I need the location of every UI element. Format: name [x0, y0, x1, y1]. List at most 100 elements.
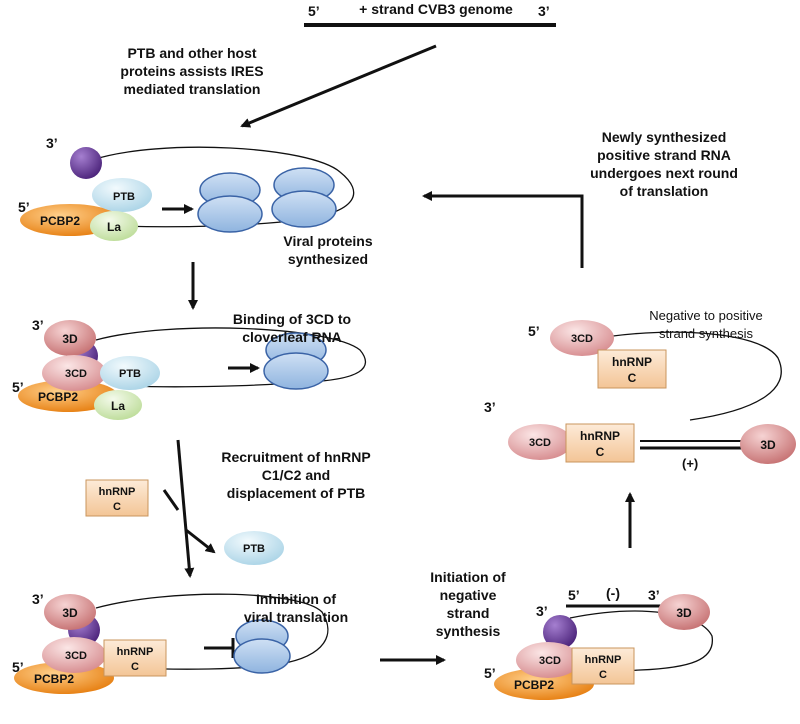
pcbp2-label-3: PCBP2	[34, 672, 74, 686]
3d-protein-4	[658, 594, 710, 630]
complex-translation: 3’ 5’ PCBP2 PTB La	[18, 135, 355, 241]
caption-neg-pos-line2: strand synthesis	[659, 326, 753, 341]
3d-label-3: 3D	[62, 606, 78, 620]
ribosome-p2	[263, 332, 329, 390]
caption-init-line1: Initiation of	[430, 569, 506, 585]
complex-3cd-binding: 3’ 5’ 3D PCBP2 3CD PTB La	[12, 317, 366, 420]
pcbp2-protein-4	[494, 668, 594, 700]
hnrnp-label-4: hnRNP	[585, 654, 622, 666]
arrow-ptb-displaced	[185, 528, 216, 554]
arrow-return-to-translation	[422, 191, 584, 268]
caption-init: Initiation of negative strand synthesis	[430, 569, 506, 639]
3cd-protein-5a	[550, 320, 614, 356]
3d-label-4: 3D	[676, 606, 692, 620]
caption-ires-line2: proteins assists IRES	[120, 63, 263, 79]
caption-viral: Viral proteins synthesized	[283, 233, 372, 267]
ptb-protein	[92, 178, 152, 212]
hnrnp-protein-5b	[565, 423, 635, 463]
3cd-label-2: 3CD	[65, 368, 87, 380]
3cd-label-5a: 3CD	[571, 333, 593, 345]
genome-strand: 5’ + strand CVB3 genome 3’	[304, 1, 556, 27]
caption-newly-line4: of translation	[620, 183, 709, 199]
3d-protein-5	[740, 424, 796, 464]
caption-viral-line1: Viral proteins	[283, 233, 372, 249]
rna-loop-2	[95, 327, 366, 388]
hnrnp-c-free: hnRNP C	[85, 479, 149, 517]
3d-protein-3	[44, 594, 96, 630]
3d-label-5: 3D	[760, 438, 776, 452]
la-label-2: La	[111, 399, 125, 413]
caption-binding-line1: Binding of 3CD to	[233, 311, 351, 327]
hnrnp-protein-4	[571, 647, 635, 685]
p3-5prime: 5’	[12, 659, 24, 675]
caption-init-line3: strand	[447, 605, 490, 621]
p1-5prime: 5’	[18, 199, 30, 215]
caption-newly-line2: positive strand RNA	[597, 147, 731, 163]
rna-loop-5	[587, 331, 782, 421]
caption-init-line4: synthesis	[436, 623, 501, 639]
caption-init-line2: negative	[440, 587, 497, 603]
caption-newly: Newly synthesized positive strand RNA un…	[590, 129, 738, 199]
caption-inhibit: Inhibition of viral translation	[244, 591, 348, 625]
3cd-protein-3	[42, 637, 106, 673]
minus-strand-label: (-)	[606, 585, 620, 601]
plus-strand-label: (+)	[682, 456, 698, 471]
3cd-protein-5b	[508, 424, 572, 460]
hnrnp-c-label-5b: C	[596, 445, 605, 459]
ptb-label-2: PTB	[119, 368, 141, 380]
caption-ires-line3: mediated translation	[124, 81, 261, 97]
arrow-genome-to-ires	[240, 44, 437, 128]
hnrnp-c-label-3: C	[131, 661, 139, 673]
p4-5prime: 5’	[484, 665, 496, 681]
3d-label-2: 3D	[62, 332, 78, 346]
genome-label: + strand CVB3 genome	[359, 1, 513, 17]
hnrnp-protein-3	[103, 639, 167, 677]
caption-binding: Binding of 3CD to cloverleaf RNA	[233, 311, 351, 345]
p2-3prime: 3’	[32, 317, 44, 333]
p5-3prime: 3’	[484, 399, 496, 415]
ribosome-translating	[197, 167, 337, 233]
hnrnp-label-3: hnRNP	[117, 646, 154, 658]
3cd-label-4: 3CD	[539, 655, 561, 667]
la-protein	[90, 211, 138, 241]
3cd-protein-2	[42, 355, 106, 391]
purple-protein	[70, 147, 102, 179]
la-label: La	[107, 220, 121, 234]
pcbp2-label-4: PCBP2	[514, 678, 554, 692]
p4-3prime: 3’	[536, 603, 548, 619]
hnrnp-c-label-4: C	[599, 669, 607, 681]
hnrnp-label-5b: hnRNP	[580, 429, 620, 443]
p5-5prime: 5’	[528, 323, 540, 339]
caption-neg-pos-line1: Negative to positive	[649, 308, 762, 323]
caption-viral-line2: synthesized	[288, 251, 368, 267]
complex-positive-strand: (+) 5’ 3’ 3CD hnRNP C 3CD hnRNP C 3D	[484, 320, 796, 471]
pcbp2-label-2: PCBP2	[38, 390, 78, 404]
rna-loop-3	[95, 593, 329, 670]
caption-ires-line1: PTB and other host	[127, 45, 256, 61]
complex-negative-strand: 5’ (-) 3’ 3’ 5’ 3D PCBP2 3CD hnRNP C	[484, 585, 714, 700]
ribosome-p3	[233, 619, 291, 674]
purple-protein-4	[543, 615, 577, 649]
caption-recruit-line3: displacement of PTB	[227, 485, 365, 501]
hnrnp-free-label1: hnRNP	[99, 486, 136, 498]
caption-inhibit-line2: viral translation	[244, 609, 348, 625]
p4-minus-5prime: 5’	[568, 587, 580, 603]
pcbp2-label: PCBP2	[40, 214, 80, 228]
p3-3prime: 3’	[32, 591, 44, 607]
genome-3prime: 3’	[538, 3, 550, 19]
ptb-protein-2	[100, 356, 160, 390]
caption-recruit: Recruitment of hnRNP C1/C2 and displacem…	[221, 449, 370, 501]
hnrnp-free-label2: C	[113, 501, 121, 513]
caption-binding-line2: cloverleaf RNA	[242, 329, 342, 345]
ptb-displaced: PTB	[224, 531, 284, 565]
complex-inhibition: 3’ 5’ 3D PCBP2 3CD hnRNP C	[12, 591, 329, 694]
p2-5prime: 5’	[12, 379, 24, 395]
p4-minus-3prime: 3’	[648, 587, 660, 603]
ptb-displaced-label: PTB	[243, 543, 265, 555]
genome-5prime: 5’	[308, 3, 320, 19]
hnrnp-c-label-5a: C	[628, 371, 637, 385]
ptb-label: PTB	[113, 191, 135, 203]
3cd-label-3: 3CD	[65, 650, 87, 662]
3d-protein-2	[44, 320, 96, 356]
pcbp2-protein-2	[18, 380, 118, 412]
